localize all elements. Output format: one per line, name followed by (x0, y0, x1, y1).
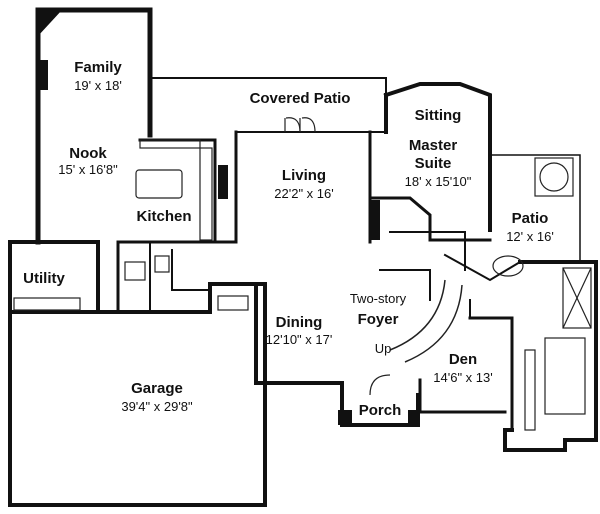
foyer-label-line2: Foyer (358, 311, 399, 328)
living-label: Living (282, 167, 326, 184)
master-suite-dims: 18' x 15'10" (405, 174, 472, 189)
room-labels: Family 19' x 18' Covered Patio Sitting M… (23, 59, 554, 419)
living-dims: 22'2" x 16' (274, 186, 333, 201)
family-label: Family (74, 59, 122, 76)
porch-label: Porch (359, 402, 402, 419)
fixtures (13, 117, 592, 431)
garage-label: Garage (131, 380, 183, 397)
den-label: Den (449, 351, 477, 368)
patio-label: Patio (512, 210, 549, 227)
dining-dims: 12'10" x 17' (266, 332, 333, 347)
walls (8, 7, 598, 507)
master-suite-label-line2: Suite (415, 155, 452, 172)
master-suite-label-line1: Master (409, 137, 458, 154)
den-dims: 14'6" x 13' (433, 370, 492, 385)
nook-dims: 15' x 16'8" (58, 162, 118, 177)
fireplaces (38, 10, 420, 425)
nook-label: Nook (69, 145, 107, 162)
dining-label: Dining (276, 314, 323, 331)
utility-label: Utility (23, 270, 65, 287)
garage-dims: 39'4" x 29'8" (121, 399, 193, 414)
family-dims: 19' x 18' (74, 78, 122, 93)
stair-up-label: Up (375, 341, 392, 356)
sitting-label: Sitting (415, 107, 462, 124)
foyer-label-line1: Two-story (350, 291, 407, 306)
kitchen-label: Kitchen (136, 208, 191, 225)
covered-patio-label: Covered Patio (250, 90, 351, 107)
patio-dims: 12' x 16' (506, 229, 554, 244)
